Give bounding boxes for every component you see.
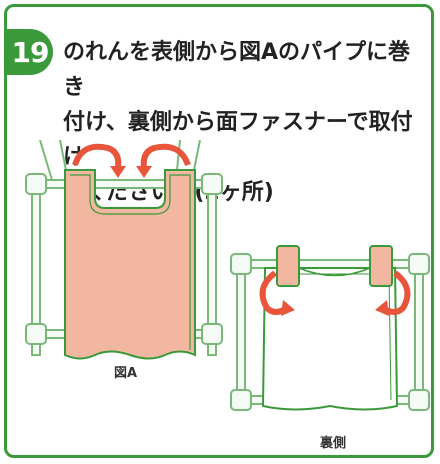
- wrap-arrow-right: [140, 143, 191, 169]
- instruction-line-1: のれんを表側から図Aのパイプに巻き: [63, 40, 411, 100]
- wrap-arrow-left: [72, 143, 122, 169]
- fastener-tab-left: [276, 245, 300, 287]
- instruction-line-2: 付け、裏側から面ファスナーで取付け: [63, 110, 413, 170]
- curtain-front: [64, 169, 196, 360]
- figure-a-caption: 図A: [114, 366, 138, 381]
- fasten-arrow-left: [259, 270, 289, 315]
- step-number-badge: 19: [7, 29, 53, 75]
- instruction-text: のれんを表側から図Aのパイプに巻き 付け、裏側から面ファスナーで取付け てくださ…: [63, 35, 423, 210]
- back-side-illustration: [230, 245, 430, 411]
- figure-a-front-illustration: [25, 140, 223, 360]
- fasten-arrow-right: [381, 270, 411, 315]
- curtain-back: [261, 267, 399, 411]
- fastener-tab-right: [369, 245, 393, 287]
- back-side-caption: 裏側: [320, 436, 347, 451]
